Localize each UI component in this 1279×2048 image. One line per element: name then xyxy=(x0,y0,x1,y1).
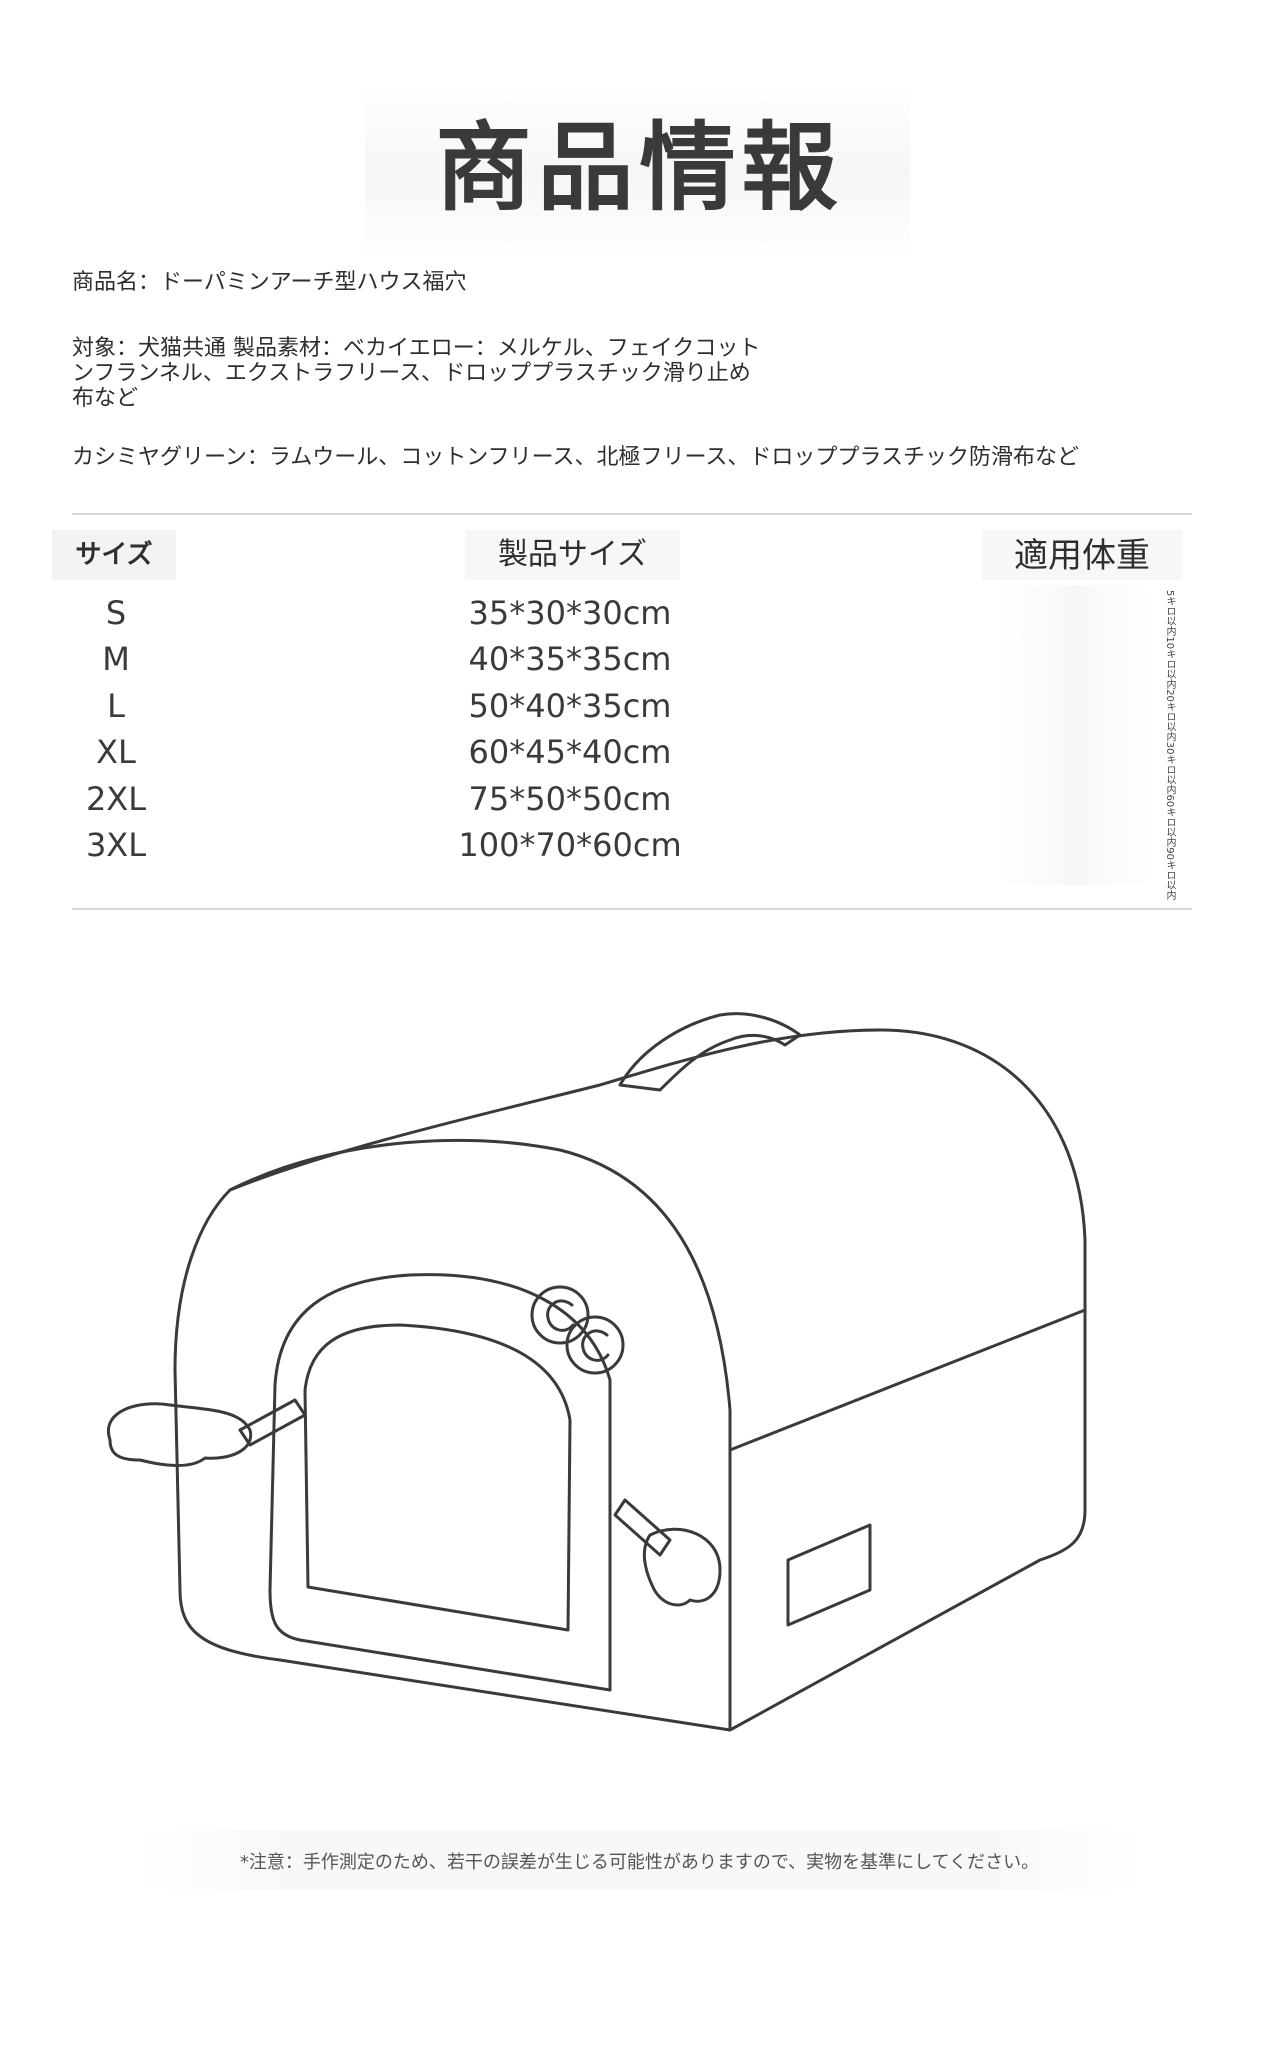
door-opening xyxy=(303,1323,572,1632)
dimension-cell: 50*40*35cm xyxy=(468,686,672,725)
logo-circle-right xyxy=(565,1315,625,1375)
weight-column-background xyxy=(1000,585,1150,885)
house-body-outline xyxy=(173,1028,1087,1732)
bone-left xyxy=(238,1398,307,1447)
table-top-divider xyxy=(72,513,1192,515)
green-material-text: カシミヤグリーン：ラムウール、コットンフリース、北極フリース、ドロッププラスチッ… xyxy=(72,445,1079,470)
logo-circle-left xyxy=(530,1285,590,1345)
size-cell: 2XL xyxy=(85,779,147,818)
size-cell: M xyxy=(102,640,130,679)
dimension-cell: 75*50*50cm xyxy=(468,779,672,818)
dimension-cell: 40*35*35cm xyxy=(468,640,672,679)
dimensions-column: 35*30*30cm 40*35*35cm 50*40*35cm 60*45*4… xyxy=(420,590,720,868)
size-cell: L xyxy=(107,686,125,725)
side-label-patch xyxy=(786,1523,872,1627)
house-side-edge xyxy=(728,1308,1087,1452)
size-cell: XL xyxy=(96,733,136,772)
note-background xyxy=(140,1830,1140,1890)
size-cell: 3XL xyxy=(85,825,147,864)
roof-handle xyxy=(618,1012,802,1092)
table-bottom-divider xyxy=(72,908,1192,910)
dimensions-column-header: 製品サイズ xyxy=(465,530,680,580)
material-text: 対象：犬猫共通 製品素材：ベカイエロー：メルケル、フェイクコットンフランネル、エ… xyxy=(72,336,761,411)
product-name-text: 商品名：ドーパミンアーチ型ハウス福穴 xyxy=(72,270,467,295)
size-column: S M L XL 2XL 3XL xyxy=(52,590,180,868)
dimension-cell: 100*70*60cm xyxy=(458,825,682,864)
measurement-note: *注意：手作測定のため、若干の誤差が生じる可能性がありますので、実物を基準にして… xyxy=(239,1852,1040,1873)
dimension-cell: 60*45*40cm xyxy=(468,733,672,772)
house-front-arch xyxy=(228,1138,732,1732)
title-background xyxy=(365,85,910,260)
weight-values-text: 5キロ以内10キロ以内20キロ以内30キロ以内60キロ以内90キロ以内 xyxy=(1164,590,1175,900)
weight-column-header: 適用体重 xyxy=(982,530,1182,580)
pet-house-illustration xyxy=(106,1012,1087,1732)
size-column-header: サイズ xyxy=(52,530,176,580)
door-frame xyxy=(268,1273,612,1692)
bone-right xyxy=(613,1498,672,1557)
dimension-cell: 35*30*30cm xyxy=(468,594,672,632)
size-cell: S xyxy=(105,594,127,632)
page-title: 商品情報 xyxy=(435,112,844,224)
